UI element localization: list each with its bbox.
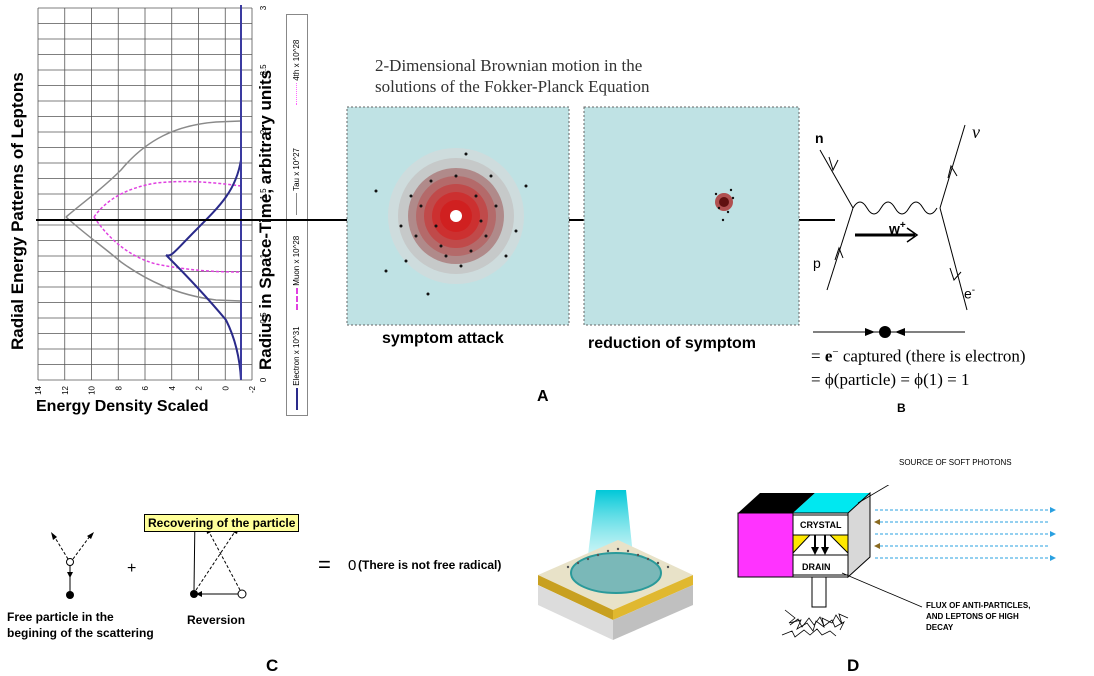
caption-reversion: Reversion bbox=[187, 613, 246, 627]
x-tick-label: 0 bbox=[221, 385, 230, 390]
outer-y-axis-label: Radial Energy Patterns of Leptons bbox=[8, 72, 27, 350]
y-tick-label: 0 bbox=[259, 377, 268, 382]
crystal-label: CRYSTAL bbox=[800, 520, 842, 530]
y-tick-label: 1.5 bbox=[259, 188, 268, 200]
legend-electron: Electron x 10^31 bbox=[292, 326, 301, 410]
equals-sign: = bbox=[318, 552, 331, 577]
y-tick-label: 1 bbox=[259, 253, 268, 258]
label-n: n bbox=[815, 130, 824, 146]
y-tick-label: 2 bbox=[259, 129, 268, 134]
brownian-plot-right bbox=[583, 106, 800, 326]
flux-label: FLUX OF ANTI-PARTICLES, AND LEPTONS OF H… bbox=[926, 601, 1031, 632]
y-tick-label: 3 bbox=[259, 5, 268, 10]
y-tick-label: 0.5 bbox=[259, 312, 268, 324]
feynman-diagram bbox=[813, 124, 968, 338]
caption-symptom-attack: symptom attack bbox=[382, 330, 504, 347]
equation-line-2: = ϕ(particle) = ϕ(1) = 1 bbox=[811, 370, 970, 389]
device-illustration bbox=[538, 490, 693, 640]
drain-label: DRAIN bbox=[802, 562, 831, 572]
plus-sign: + bbox=[127, 560, 137, 577]
y-tick-label: 2.5 bbox=[259, 64, 268, 76]
x-tick-label: 10 bbox=[88, 385, 97, 394]
label-p: p bbox=[813, 255, 821, 271]
legend-fourth: 4th x 10^28 bbox=[292, 40, 301, 105]
legend-tau: Tau x 10^27 bbox=[292, 148, 301, 215]
chart-grid bbox=[37, 7, 253, 381]
caption-free-particle: Free particle in the begining of the sca… bbox=[7, 610, 154, 640]
x-tick-labels: 14 12 10 8 6 4 2 0 -2 bbox=[34, 385, 257, 394]
zero-symbol: 0 bbox=[348, 557, 357, 574]
series-muon-curve bbox=[93, 180, 242, 218]
y-tick-labels: 0 0.5 1 1.5 2 2.5 3 bbox=[259, 5, 268, 382]
recovering-label-box: Recovering of the particle bbox=[144, 514, 300, 532]
x-tick-label: 4 bbox=[168, 385, 177, 390]
brownian-plot-left bbox=[346, 106, 570, 326]
legend-muon: Muon x 10^28 bbox=[292, 236, 301, 310]
panel-label-c: C bbox=[266, 656, 279, 675]
series-tau-curve-lower bbox=[65, 216, 242, 302]
panel-a-title: 2-Dimensional Brownian motion in the sol… bbox=[375, 56, 650, 96]
panel-label-a: A bbox=[537, 388, 549, 405]
label-w: w+ bbox=[889, 220, 906, 237]
detector-diagram bbox=[737, 485, 1056, 638]
source-of-soft-photons-label: SOURCE OF SOFT PHOTONS bbox=[899, 458, 1012, 467]
label-nu: ν bbox=[972, 122, 980, 142]
series-muon-curve-lower bbox=[93, 216, 242, 273]
x-tick-label: 12 bbox=[61, 385, 70, 394]
x-tick-label: 6 bbox=[141, 385, 150, 390]
x-tick-label: 8 bbox=[114, 385, 123, 390]
caption-reduction-of-symptom: reduction of symptom bbox=[588, 335, 757, 352]
panel-label-d: D bbox=[847, 656, 860, 675]
panel-label-b: B bbox=[897, 401, 906, 415]
label-e: e- bbox=[964, 285, 976, 302]
equation-line-1: = e− captured (there is electron) bbox=[811, 346, 1026, 366]
x-tick-label: 14 bbox=[34, 385, 43, 394]
series-tau-curve bbox=[65, 120, 242, 218]
scattering-diagram bbox=[51, 514, 247, 599]
x-tick-label: -2 bbox=[248, 385, 257, 393]
x-tick-label: 2 bbox=[195, 385, 204, 390]
series-electron-curve bbox=[165, 20, 242, 381]
chart-legend bbox=[286, 14, 308, 416]
x-axis-label: Energy Density Scaled bbox=[36, 398, 209, 415]
result-text: (There is not free radical) bbox=[358, 558, 502, 572]
